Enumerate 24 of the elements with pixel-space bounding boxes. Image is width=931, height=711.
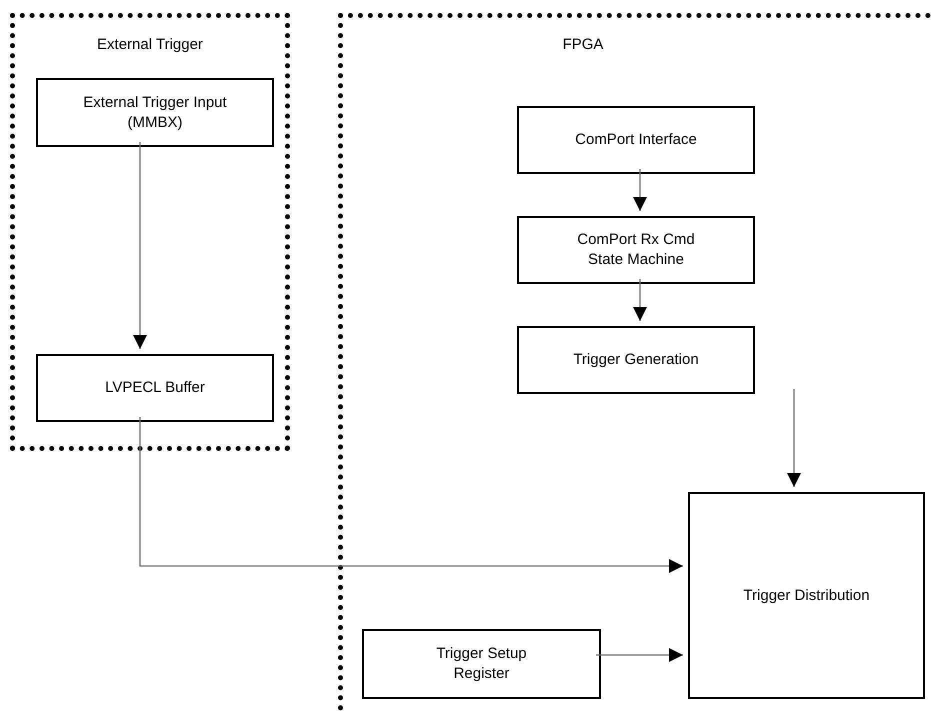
box-label: Trigger Generation xyxy=(573,350,699,370)
box-label: Trigger Distribution xyxy=(743,586,870,606)
arrow xyxy=(139,417,683,573)
group-title: FPGA xyxy=(562,35,604,55)
arrow xyxy=(787,389,801,487)
box-label: Trigger Setup Register xyxy=(435,644,528,684)
process-box xyxy=(517,216,755,284)
process-box xyxy=(36,78,274,147)
process-box xyxy=(36,354,274,422)
arrow xyxy=(633,169,647,211)
box-label: External Trigger Input (MMBX) xyxy=(82,92,228,132)
box-label: ComPort Interface xyxy=(575,130,697,150)
arrow xyxy=(133,142,147,349)
box-label: LVPECL Buffer xyxy=(105,378,205,398)
process-box xyxy=(517,326,755,394)
arrow xyxy=(596,648,683,662)
arrow xyxy=(633,279,647,321)
group-frame xyxy=(10,13,290,451)
group-frame xyxy=(338,13,931,711)
process-box xyxy=(517,106,755,174)
process-box xyxy=(362,629,601,699)
box-label: ComPort Rx Cmd State Machine xyxy=(576,230,696,270)
group-title: External Trigger xyxy=(96,35,204,55)
process-box xyxy=(688,492,925,699)
